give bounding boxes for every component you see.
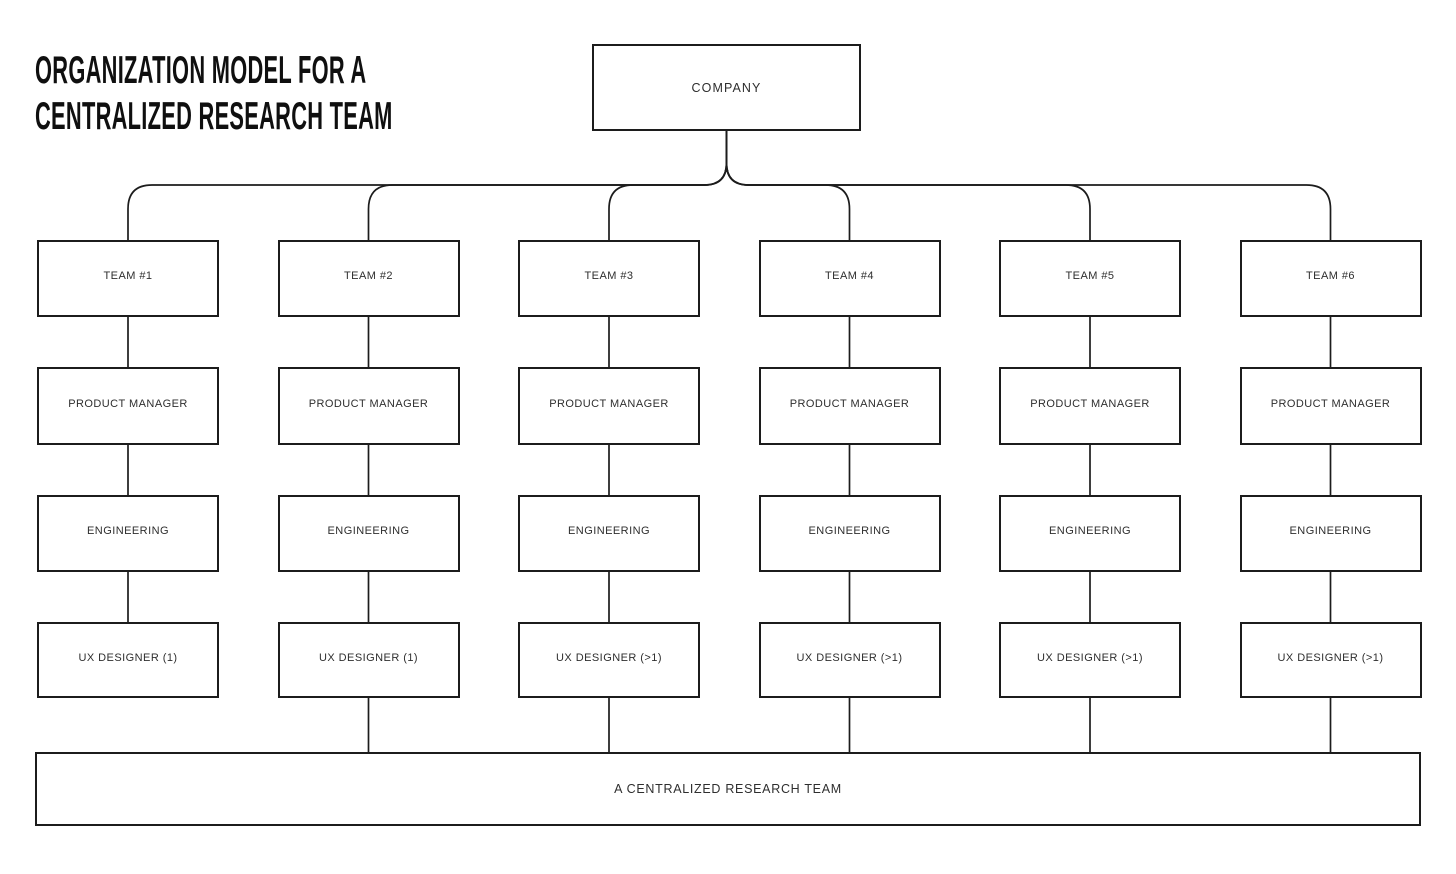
centralized-research-team-box: A CENTRALIZED RESEARCH TEAM — [35, 752, 1421, 826]
team-6-label: TEAM #6 — [1306, 270, 1355, 282]
team-2-label: TEAM #2 — [344, 270, 393, 282]
team-6-engineering-box: ENGINEERING — [1239, 495, 1422, 572]
team-5-engineering-box: ENGINEERING — [999, 495, 1181, 572]
team-4-box: TEAM #4 — [758, 240, 941, 317]
company-label: COMPANY — [691, 80, 762, 95]
team-6-ux-designer-box: UX DESIGNER (>1) — [1239, 622, 1422, 698]
team-1-engineering-box: ENGINEERING — [37, 495, 219, 572]
connector-company-team-6 — [725, 130, 1332, 241]
team-3-engineering-label: ENGINEERING — [568, 525, 650, 537]
team-1-product-manager-label: PRODUCT MANAGER — [68, 397, 188, 410]
team-3-ux-designer-label: UX DESIGNER (>1) — [556, 651, 662, 664]
team-1-product-manager-box: PRODUCT MANAGER — [37, 367, 219, 445]
team-1-ux-designer-label: UX DESIGNER (1) — [78, 651, 178, 664]
team-5-product-manager-label: PRODUCT MANAGER — [1030, 397, 1150, 410]
team-6-ux-designer-label: UX DESIGNER (>1) — [1277, 651, 1384, 664]
team-5-engineering-label: ENGINEERING — [1049, 525, 1131, 537]
team-3-label: TEAM #3 — [584, 270, 634, 282]
team-4-label: TEAM #4 — [825, 270, 874, 282]
team-4-ux-designer-box: UX DESIGNER (>1) — [758, 622, 941, 698]
team-4-ux-designer-label: UX DESIGNER (>1) — [796, 651, 903, 664]
team-3-product-manager-label: PRODUCT MANAGER — [549, 397, 669, 410]
team-2-ux-designer-label: UX DESIGNER (1) — [318, 651, 419, 664]
diagram-title: ORGANIZATION MODEL FOR A CENTRALIZED RES… — [35, 48, 393, 140]
team-5-product-manager-box: PRODUCT MANAGER — [999, 367, 1181, 445]
team-1-engineering-label: ENGINEERING — [87, 525, 169, 537]
team-1-ux-designer-box: UX DESIGNER (1) — [37, 622, 219, 698]
team-2-box: TEAM #2 — [277, 240, 460, 317]
team-1-box: TEAM #1 — [37, 240, 219, 317]
team-5-ux-designer-label: UX DESIGNER (>1) — [1037, 651, 1143, 664]
team-4-engineering-label: ENGINEERING — [808, 525, 891, 537]
team-3-box: TEAM #3 — [518, 240, 700, 317]
team-6-box: TEAM #6 — [1239, 240, 1422, 317]
team-2-engineering-box: ENGINEERING — [277, 495, 460, 572]
team-3-product-manager-box: PRODUCT MANAGER — [518, 367, 700, 445]
team-5-label: TEAM #5 — [1065, 270, 1115, 282]
team-2-product-manager-box: PRODUCT MANAGER — [277, 367, 460, 445]
company-box: COMPANY — [592, 44, 861, 131]
team-6-product-manager-label: PRODUCT MANAGER — [1270, 397, 1391, 410]
team-5-box: TEAM #5 — [999, 240, 1181, 317]
team-6-product-manager-box: PRODUCT MANAGER — [1239, 367, 1422, 445]
team-1-label: TEAM #1 — [103, 270, 153, 282]
team-4-engineering-box: ENGINEERING — [758, 495, 941, 572]
team-5-ux-designer-box: UX DESIGNER (>1) — [999, 622, 1181, 698]
team-2-engineering-label: ENGINEERING — [327, 525, 410, 537]
team-2-product-manager-label: PRODUCT MANAGER — [308, 397, 429, 410]
team-3-ux-designer-box: UX DESIGNER (>1) — [518, 622, 700, 698]
team-2-ux-designer-box: UX DESIGNER (1) — [277, 622, 460, 698]
team-4-product-manager-box: PRODUCT MANAGER — [758, 367, 941, 445]
team-4-product-manager-label: PRODUCT MANAGER — [789, 397, 910, 410]
centralized-research-team-label: A CENTRALIZED RESEARCH TEAM — [614, 782, 842, 796]
title-line-1: ORGANIZATION MODEL FOR A — [35, 49, 367, 92]
title-line-2: CENTRALIZED RESEARCH TEAM — [35, 95, 393, 138]
team-3-engineering-box: ENGINEERING — [518, 495, 700, 572]
connector-company-team-3 — [608, 130, 728, 241]
team-6-engineering-label: ENGINEERING — [1289, 525, 1372, 537]
